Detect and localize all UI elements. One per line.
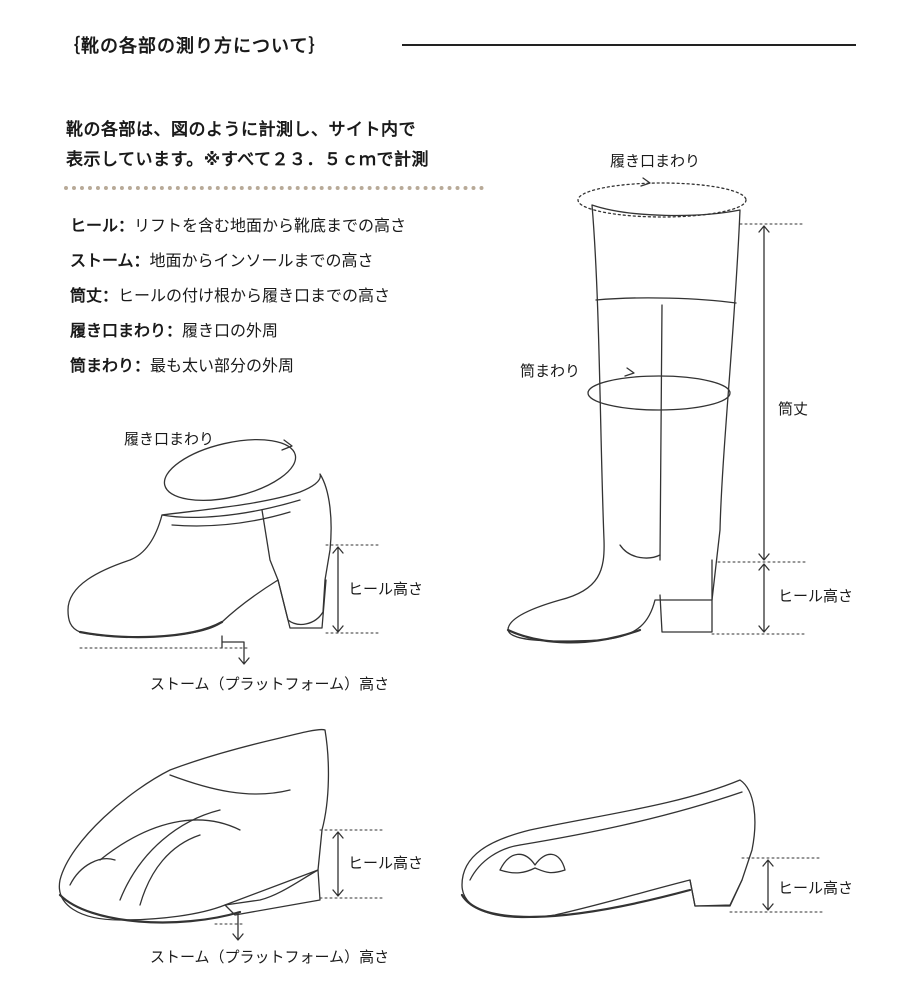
bootie-body (67, 473, 332, 638)
sandal-strap-top (169, 774, 291, 795)
sandal-illustration (58, 728, 383, 941)
definition-text: リフトを含む地面から靴底までの高さ (134, 216, 407, 235)
sandal-wedge (224, 869, 321, 916)
bootie-stome-label: ストーム（プラットフォーム）高さ (150, 675, 390, 693)
boot-heel-label: ヒール高さ (778, 587, 854, 605)
sandal-heel-label: ヒール高さ (348, 854, 424, 872)
definition-term: 筒丈： (70, 286, 119, 305)
boot-shaft-seam (595, 297, 737, 304)
measure-arrow-icon (758, 563, 770, 633)
boot-opening-ellipse (577, 182, 747, 218)
definition-shaft-circ: 筒まわり：最も太い部分の外周 (70, 348, 406, 383)
intro-text: 靴の各部は、図のように計測し、サイト内で 表示しています。※すべて２３．５ｃｍで… (66, 115, 429, 175)
definition-list: ヒール：リフトを含む地面から靴底までの高さ ストーム：地面からインソールまでの高… (70, 208, 406, 383)
definition-text: 最も太い部分の外周 (150, 356, 295, 375)
sandal-strap-cross-3 (139, 834, 201, 906)
sandal-sole (58, 893, 242, 924)
arrow-icon (640, 177, 651, 187)
definition-stome: ストーム：地面からインソールまでの高さ (70, 243, 406, 278)
boot-side-seam (659, 304, 663, 561)
boot-body (507, 204, 741, 642)
definition-text: ヒールの付け根から履き口までの高さ (118, 286, 391, 305)
definition-shaft-height: 筒丈：ヒールの付け根から履き口までの高さ (70, 278, 406, 313)
definition-opening-circ: 履き口まわり：履き口の外周 (70, 313, 406, 348)
measure-arrow-icon (221, 635, 250, 665)
pump-topline (519, 791, 743, 846)
boot-ankle-line (619, 544, 661, 559)
pump-illustration (460, 779, 823, 919)
definition-term: ストーム： (70, 251, 150, 270)
arrow-icon (624, 367, 635, 377)
page-title: ｛靴の各部の測り方について｝ (62, 36, 328, 57)
bootie-illustration (67, 439, 381, 665)
bootie-sole (78, 620, 224, 639)
boot-sole (506, 628, 642, 644)
boot-opening-label: 履き口まわり (610, 152, 701, 170)
bootie-heel-label: ヒール高さ (348, 580, 424, 598)
bootie-opening-label: 履き口まわり (124, 430, 215, 448)
measure-arrow-icon (762, 859, 774, 911)
bootie-heel (277, 579, 327, 629)
sandal-toe-opening (69, 858, 116, 886)
bootie-opening-ellipse (163, 439, 297, 501)
definition-term: 筒まわり： (70, 356, 151, 375)
title-rule (402, 44, 856, 46)
bootie-seam (261, 509, 279, 581)
pump-heel (689, 879, 743, 907)
boot-shaft-ellipse (587, 375, 731, 411)
sandal-stome-label: ストーム（プラットフォーム）高さ (150, 948, 390, 966)
intro-line-1: 靴の各部は、図のように計測し、サイト内で (66, 120, 416, 140)
bootie-collar-inner (171, 511, 291, 527)
definition-text: 地面からインソールまでの高さ (149, 251, 374, 270)
measure-arrow-icon (758, 225, 770, 561)
definition-term: ヒール： (70, 216, 135, 235)
sandal-body (58, 728, 330, 921)
boot-shaft-height-label: 筒丈 (778, 400, 809, 418)
definition-heel: ヒール：リフトを含む地面から靴底までの高さ (70, 208, 406, 243)
intro-line-2: 表示しています。※すべて２３．５ｃｍで計測 (66, 150, 429, 170)
sandal-strap-cross (99, 819, 241, 861)
pump-toe-line (469, 844, 521, 881)
measure-arrow-icon (332, 546, 344, 633)
measure-arrow-icon (232, 911, 244, 941)
boot-illustration (506, 177, 806, 644)
sandal-strap-cross-2 (119, 809, 221, 901)
pump-sole (460, 888, 692, 918)
pump-heel-label: ヒール高さ (778, 879, 854, 897)
definition-text: 履き口の外周 (182, 321, 279, 340)
boot-shaft-circ-label: 筒まわり (520, 362, 581, 380)
boot-heel (659, 559, 713, 633)
bootie-collar (161, 499, 301, 518)
arrow-icon (281, 439, 293, 451)
dotted-divider (64, 186, 484, 190)
measure-arrow-icon (332, 831, 344, 897)
definition-term: 履き口まわり： (70, 321, 183, 340)
pump-bow (499, 853, 566, 874)
